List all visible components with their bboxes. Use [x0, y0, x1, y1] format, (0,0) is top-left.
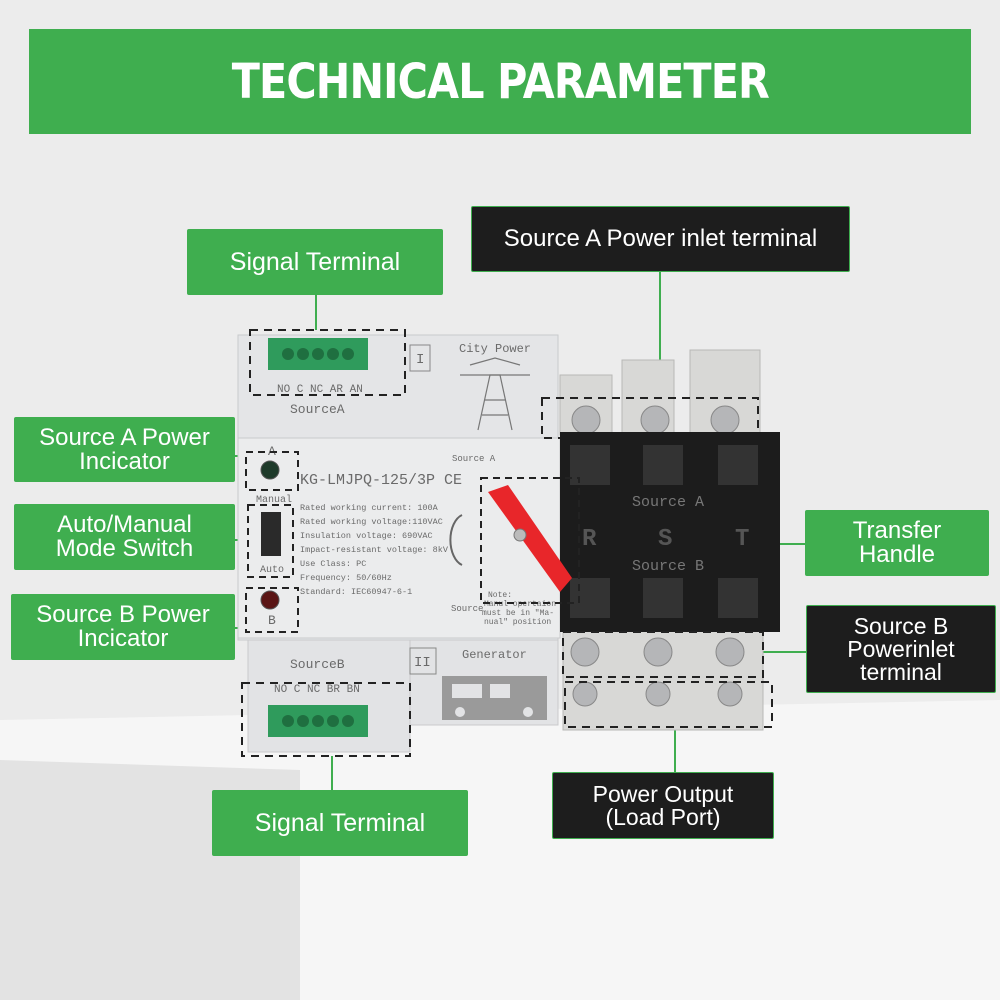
auto-label: Auto [260, 565, 284, 576]
handle-pivot [513, 528, 527, 542]
spec-line: Rated working current: 100A [300, 503, 439, 513]
vent-slots [570, 445, 758, 618]
generator-icon [442, 676, 547, 720]
spec-line: Insulation voltage: 690VAC [300, 531, 433, 541]
phase-t: T [735, 526, 749, 553]
power-output-outline [564, 681, 773, 728]
indicator-b-letter: B [268, 613, 276, 628]
mode-switch [261, 512, 281, 556]
note-line: must be in "Ma- [482, 609, 554, 618]
signal-terminal-a-outline [249, 329, 406, 396]
mode-switch-outline [247, 504, 294, 578]
spec-line: Rated working voltage:110VAC [300, 517, 443, 527]
spec-line: Use Class: PC [300, 559, 366, 569]
callout-signal-terminal-bottom: Signal Terminal [212, 790, 468, 856]
callout-signal-terminal-top: Signal Terminal [187, 229, 443, 295]
signal-terminal-b-outline [241, 682, 411, 757]
manual-label: Manual [256, 494, 292, 506]
signal-terminal-a: NO C NC AR AN [268, 338, 368, 396]
rotate-arrow-icon [449, 514, 463, 566]
terminal-a-pin-labels: NO C NC AR AN [277, 384, 363, 396]
note-line: Manul opertaion [484, 600, 556, 609]
callout-power-output: Power Output (Load Port) [552, 772, 774, 839]
phase-r: R [582, 526, 597, 553]
spec-line: Impact-resistant voltage: 8kV [300, 545, 449, 555]
city-power-label: City Power [459, 342, 531, 356]
transfer-handle-outline [480, 477, 580, 604]
transfer-handle [488, 485, 572, 592]
signal-terminal-b: NO C NC BR BN [268, 684, 368, 737]
generator-label: Generator [462, 648, 527, 662]
indicator-a-outline [245, 451, 299, 491]
top-screws [571, 405, 740, 435]
callout-source-a-indicator: Source A Power Incicator [14, 417, 235, 482]
page-title: TECHNICAL PARAMETER [231, 53, 769, 110]
note-line: nual" position [484, 618, 551, 627]
spec-line: Frequency: 50/60Hz [300, 573, 392, 583]
source-b-inlet-outline [562, 631, 764, 678]
note-text: Note: Manul opertaion must be in "Ma- nu… [482, 591, 556, 627]
roman-two: II [414, 655, 431, 671]
callout-source-a-inlet: Source A Power inlet terminal [471, 206, 850, 272]
callout-source-b-indicator: Source B Power Incicator [11, 594, 235, 660]
pylon-icon [460, 357, 530, 431]
source-b-label: SourceB [290, 657, 345, 672]
phase-labels: R S T [582, 526, 749, 553]
note-line: Note: [488, 591, 512, 600]
indicator-b-outline [245, 587, 299, 633]
roman-one: I [416, 352, 424, 368]
callout-source-b-inlet: Source B Powerinlet terminal [806, 605, 996, 693]
source-a-small-label: Source A [452, 454, 496, 464]
block-source-a: Source A [632, 494, 704, 511]
source-small-label: Source [451, 604, 483, 614]
callout-auto-manual-switch: Auto/Manual Mode Switch [14, 504, 235, 570]
source-a-label: SourceA [290, 402, 345, 417]
roman-one-box [409, 344, 431, 372]
spec-line: Standard: IEC60947-6-1 [300, 587, 412, 597]
terminal-b-pin-labels: NO C NC BR BN [274, 684, 360, 696]
spec-list: Rated working current: 100A Rated workin… [300, 503, 449, 597]
block-source-b: Source B [632, 558, 704, 575]
roman-two-box [409, 647, 437, 675]
phase-s: S [658, 526, 672, 553]
callout-transfer-handle: Transfer Handle [805, 510, 989, 576]
indicator-a-led [260, 460, 280, 480]
model-number: KG-LMJPQ-125/3P CE [300, 472, 462, 489]
indicator-b-led [260, 590, 280, 610]
header-banner: TECHNICAL PARAMETER [29, 29, 971, 134]
